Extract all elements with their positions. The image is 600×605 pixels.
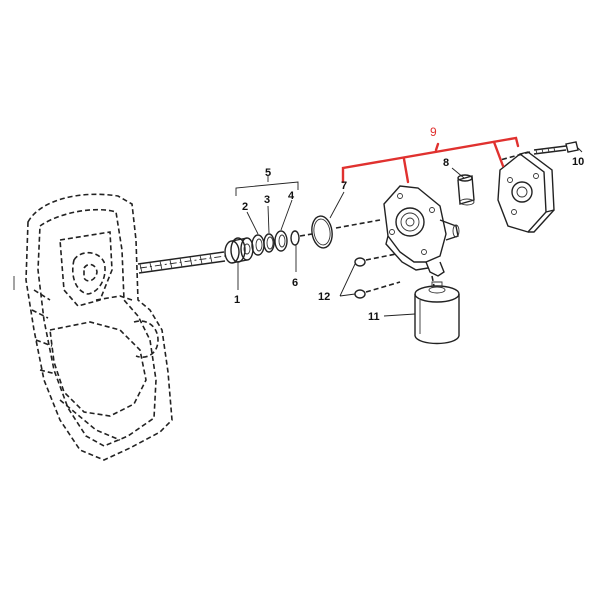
label-5: 5 — [265, 167, 271, 179]
transmission-case — [13, 193, 173, 461]
part-8-plug — [457, 174, 475, 206]
assembly-axis — [299, 219, 381, 237]
drive-shaft — [137, 251, 226, 274]
label-12: 12 — [318, 291, 330, 303]
label-8: 8 — [443, 157, 449, 169]
part-10-bolt — [499, 141, 579, 161]
label-6: 6 — [292, 277, 298, 289]
pump-housing — [383, 185, 460, 287]
part-1-hub — [224, 237, 254, 264]
label-3: 3 — [264, 194, 270, 206]
leader-lines — [235, 147, 583, 317]
part-6-oring — [290, 230, 300, 246]
cover-plate — [497, 151, 555, 233]
part-12-orings — [354, 253, 401, 299]
part-4-washer — [274, 230, 288, 252]
label-10: 10 — [572, 156, 584, 168]
label-1: 1 — [234, 294, 240, 306]
part-2-seal — [251, 234, 265, 256]
part-11-filter — [414, 281, 460, 345]
label-9: 9 — [430, 125, 437, 139]
part-9-bracket — [341, 136, 520, 184]
part-7-oring — [311, 215, 333, 249]
label-4: 4 — [288, 190, 295, 202]
part-labels: 1 2 3 4 5 6 7 8 9 10 11 12 — [234, 125, 584, 323]
label-7: 7 — [341, 180, 347, 192]
label-2: 2 — [242, 201, 248, 213]
label-11: 11 — [368, 311, 380, 323]
part-3-ring — [263, 233, 275, 253]
